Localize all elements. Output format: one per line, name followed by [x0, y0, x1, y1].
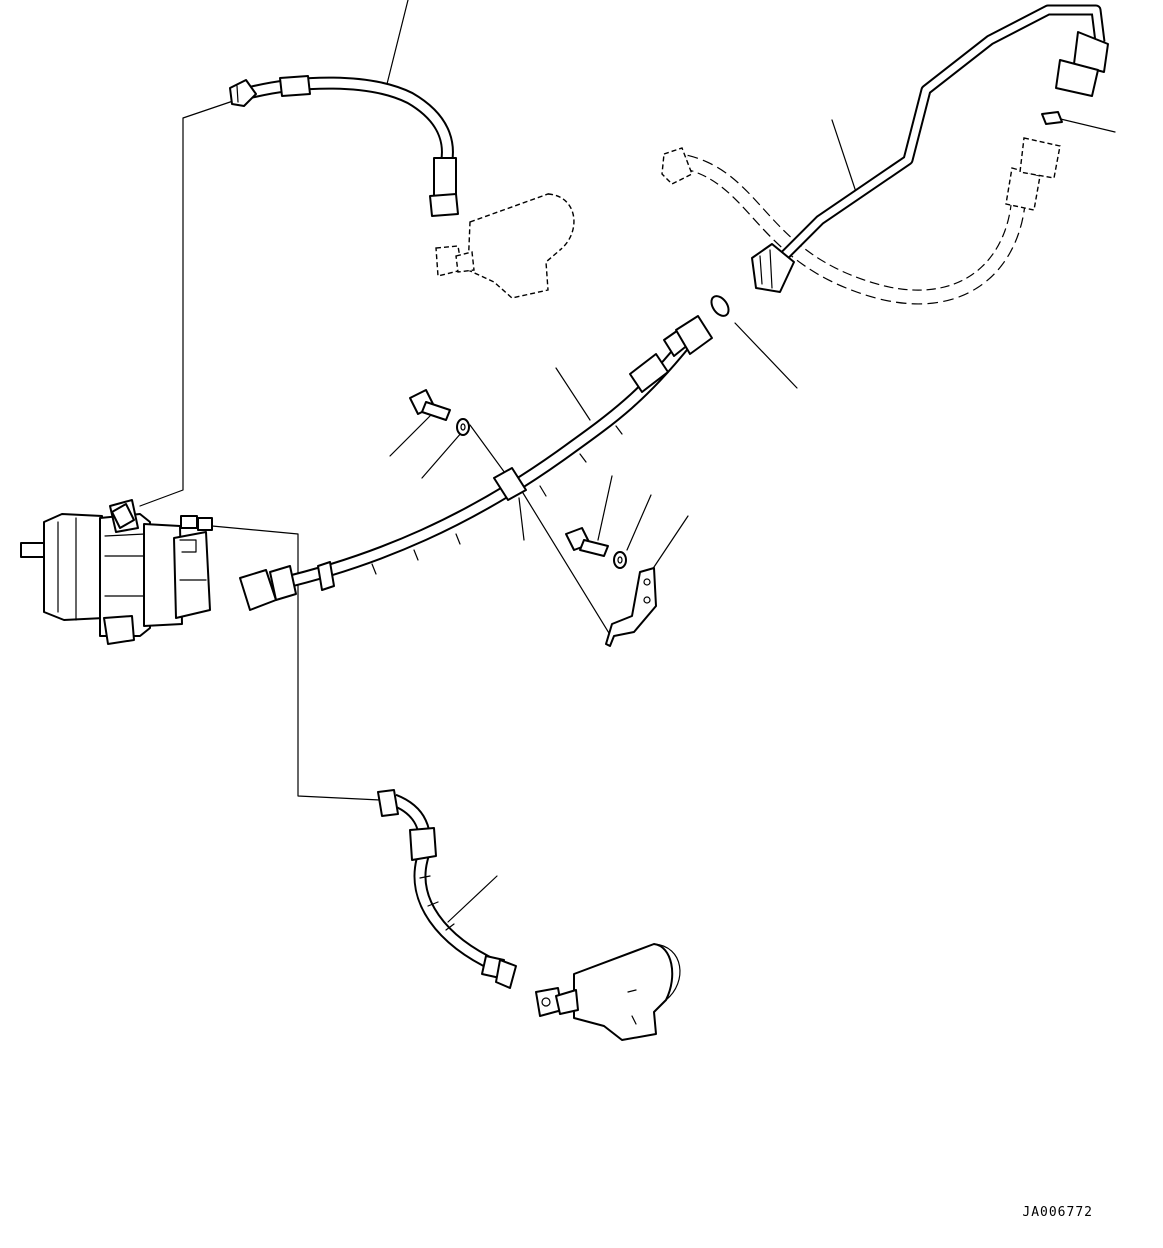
pump-fitting	[111, 503, 135, 529]
washer-upper	[456, 418, 470, 436]
plug-arrow	[1041, 111, 1063, 125]
upper-hose	[229, 75, 459, 217]
steel-tube	[751, 4, 1109, 293]
drawing-code: JA006772	[1022, 1205, 1093, 1220]
ghost-hose	[661, 137, 1061, 305]
bolt-upper	[409, 389, 451, 421]
hydraulic-pump	[20, 499, 213, 645]
lower-hose	[377, 789, 517, 989]
mounting-bracket	[605, 567, 657, 647]
o-ring	[710, 295, 730, 317]
bolt-lower	[565, 527, 609, 557]
lower-cylinder	[535, 943, 681, 1041]
leader-lines	[139, 0, 1116, 923]
upper-cylinder	[435, 193, 575, 299]
main-hose	[239, 315, 713, 611]
washer-lower	[613, 551, 627, 569]
